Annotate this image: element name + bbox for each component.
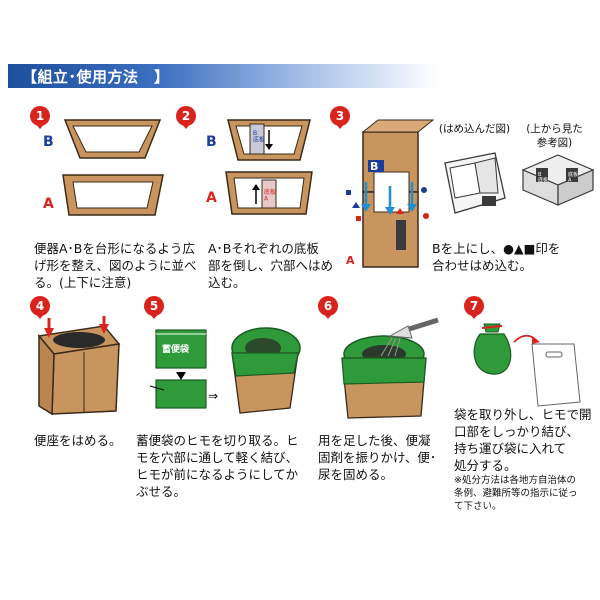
step-4-caption: 便座をはめる。 [34, 433, 122, 448]
step-7-caption: 袋を取り外し、ヒモで開 口部をしっかり結び、 持ち運び袋に入れて 処分する。 [454, 407, 592, 473]
step-4-illustration [37, 316, 121, 416]
step-5-badge: 5 [144, 296, 164, 319]
section-title: 【組立･使用方法 】 [22, 68, 170, 86]
step-2-label-b: B [206, 134, 217, 150]
step-2-label-a: A [206, 190, 217, 206]
step-3-illustration: B A [346, 119, 435, 268]
step-3-badge: 3 [330, 106, 350, 129]
step-1-caption: 便器A･Bを台形になるよう広 げ形を整え、図のように並べ る。(上下に注意) [34, 241, 197, 290]
section-header: 【組立･使用方法 】 [8, 64, 438, 88]
step-6-badge: 6 [318, 296, 338, 319]
disposal-note: ※処分方法は各地方自治体の 条例、避難所等の指示に従っ て下さい。 [454, 475, 578, 512]
step-1-label-b: B [43, 134, 54, 150]
step-7-badge: 7 [464, 296, 484, 319]
step-3-ref-label-1: (はめ込んだ図) [438, 123, 511, 135]
step-3-label-b: B [370, 160, 378, 173]
step-3-label-a: A [346, 254, 355, 267]
step-2-badge: 2 [176, 106, 196, 129]
step-6-illustration [341, 317, 439, 419]
step-3-caption: Bを上にし、●▲■印を 合わせはめ込む。 [432, 241, 561, 273]
step-3-ref-illustration-1 [444, 152, 506, 214]
step-2-caption: A･Bそれぞれの底板 部を倒し、穴部へはめ 込む。 [208, 241, 334, 290]
step-5-arrow: ⇒ [208, 389, 218, 403]
step-6-caption: 用を足した後、便凝 固剤を振りかけ、便･ 尿を固める。 [318, 433, 437, 482]
step-5-illustration: 蓄便袋 ⇒ [149, 327, 301, 414]
step-3-ref-label-2: (上から見た 参考図) [526, 123, 583, 149]
step-5-bag-label: 蓄便袋 [162, 343, 190, 355]
step-4-badge: 4 [30, 296, 50, 319]
step-5-caption: 蓄便袋のヒモを切り取る。ヒ モを穴部に通して軽く結び、 ヒモが前になるようにして… [136, 433, 299, 499]
step-1-illustration: B A [43, 119, 164, 216]
step-1-badge: 1 [30, 106, 50, 129]
step-1-label-a: A [43, 196, 54, 212]
step-7-illustration [473, 323, 581, 407]
